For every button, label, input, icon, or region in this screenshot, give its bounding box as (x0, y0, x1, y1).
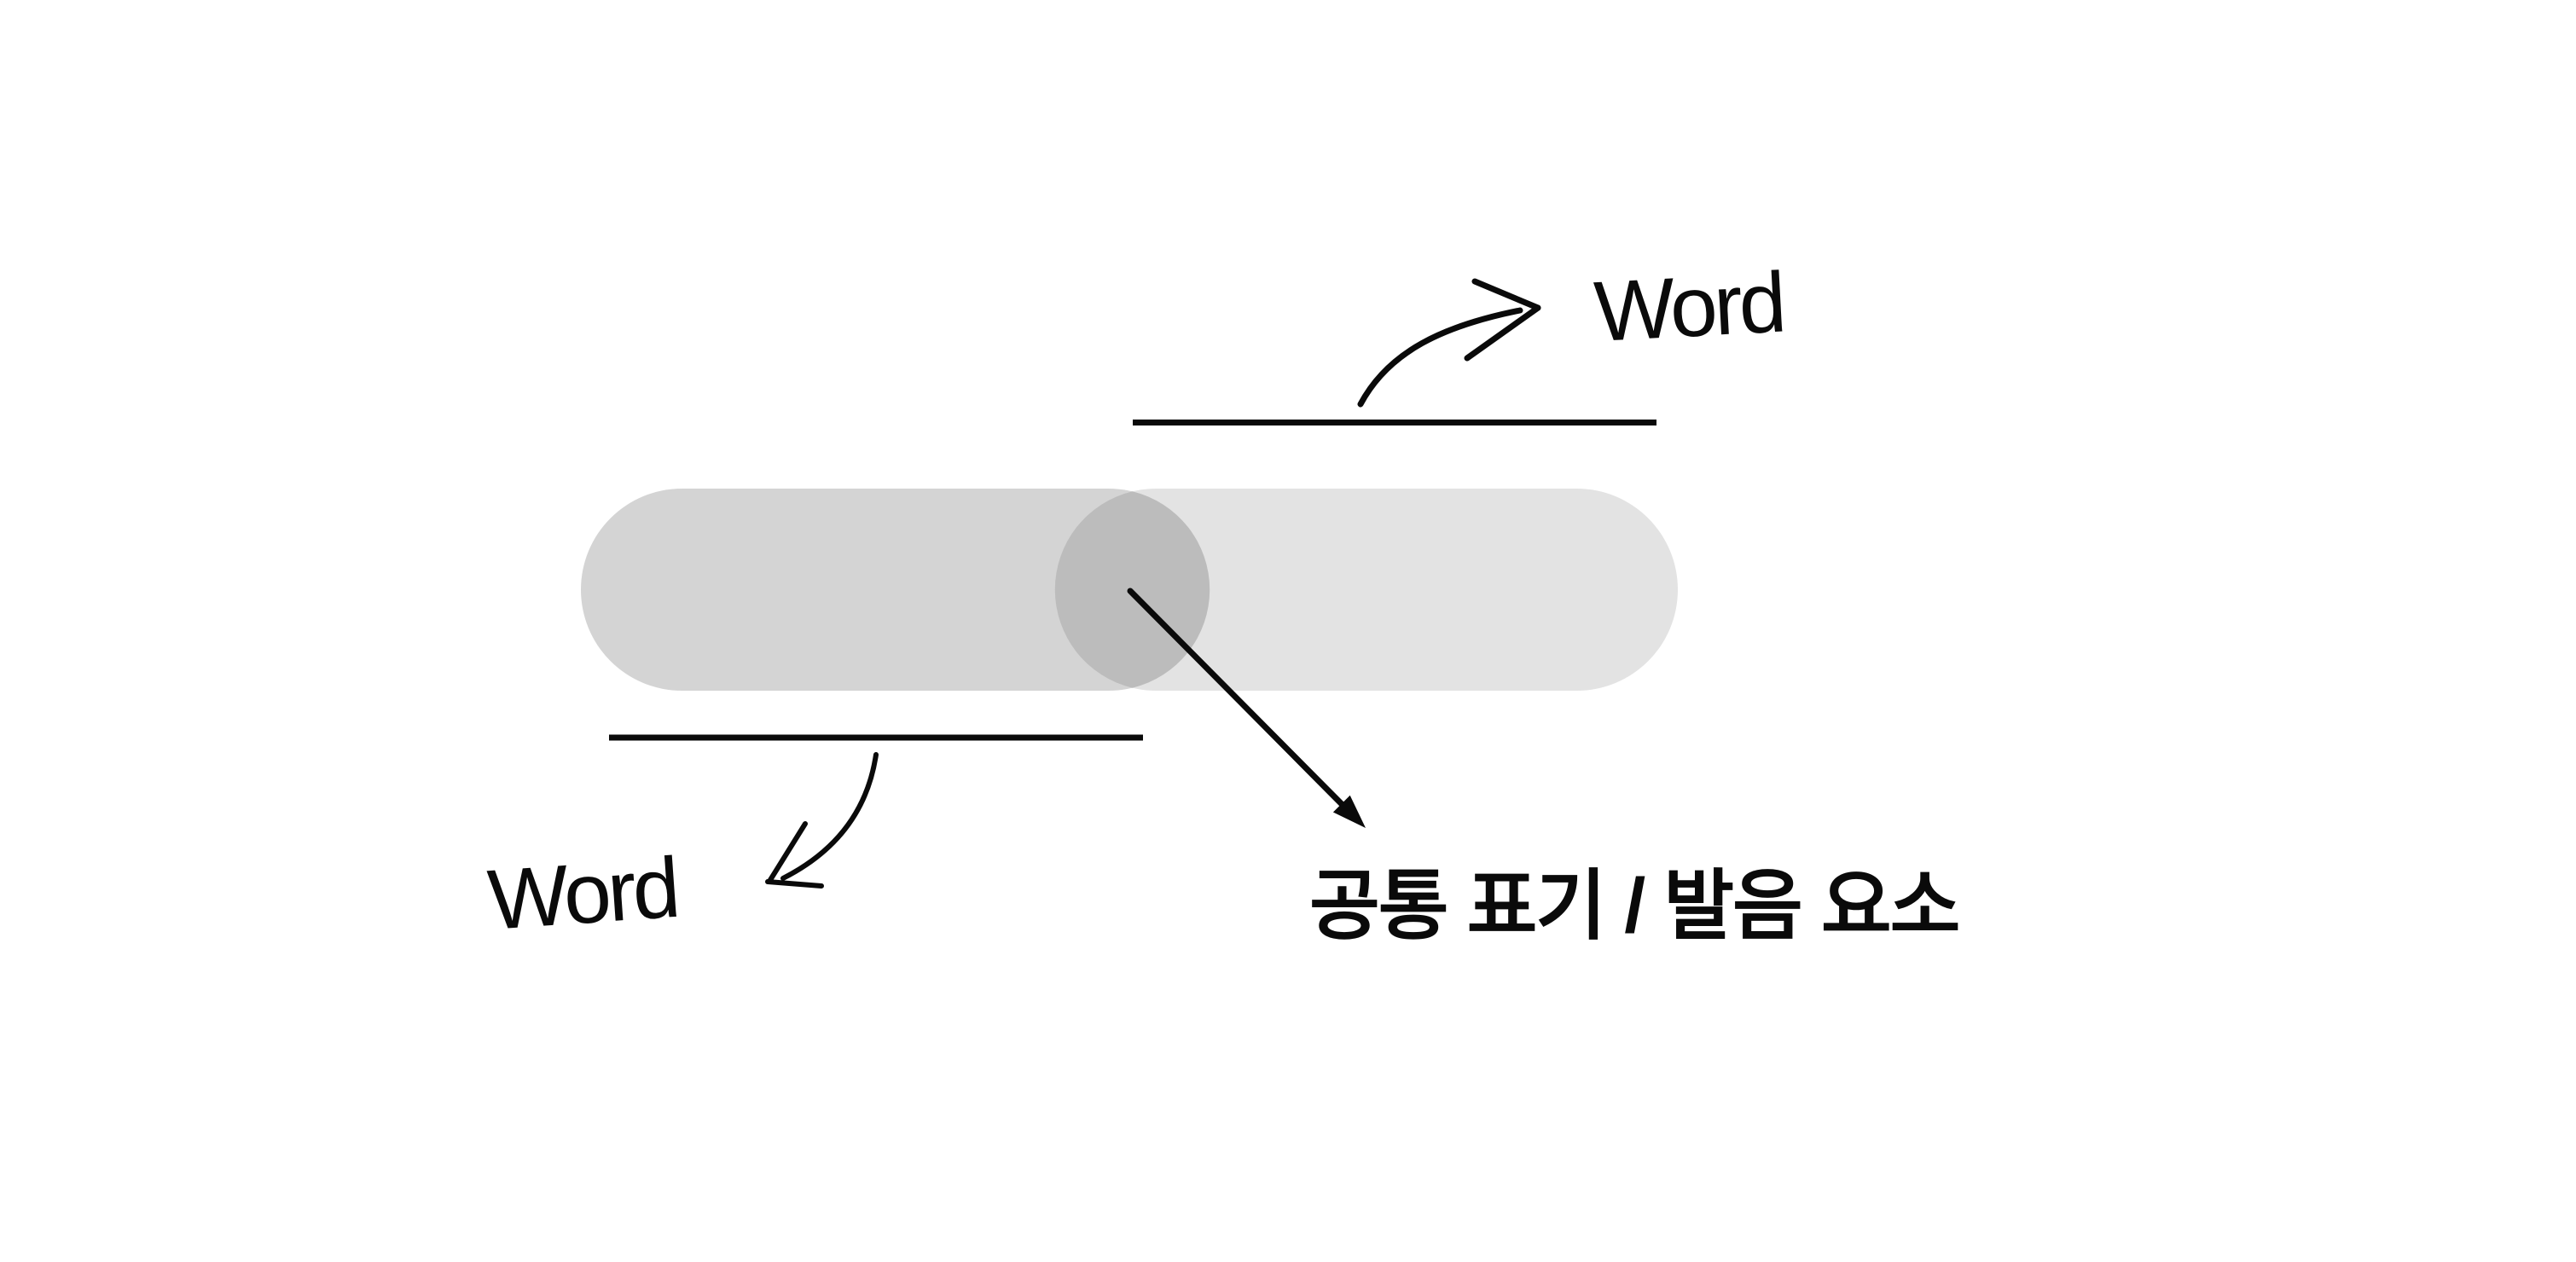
top-curved-arrow-icon (1357, 278, 1541, 408)
bottom-curved-arrow-icon (765, 752, 879, 889)
left-pill-shape (581, 489, 1210, 691)
right-pill-shape (1055, 489, 1678, 691)
top-word-label: Word (1592, 254, 1786, 360)
overlap-pointer-arrow-icon (1127, 588, 1366, 828)
bottom-word-label: Word (484, 839, 680, 948)
overlap-label: 공통 표기 / 발음 요소 (1309, 864, 1960, 949)
